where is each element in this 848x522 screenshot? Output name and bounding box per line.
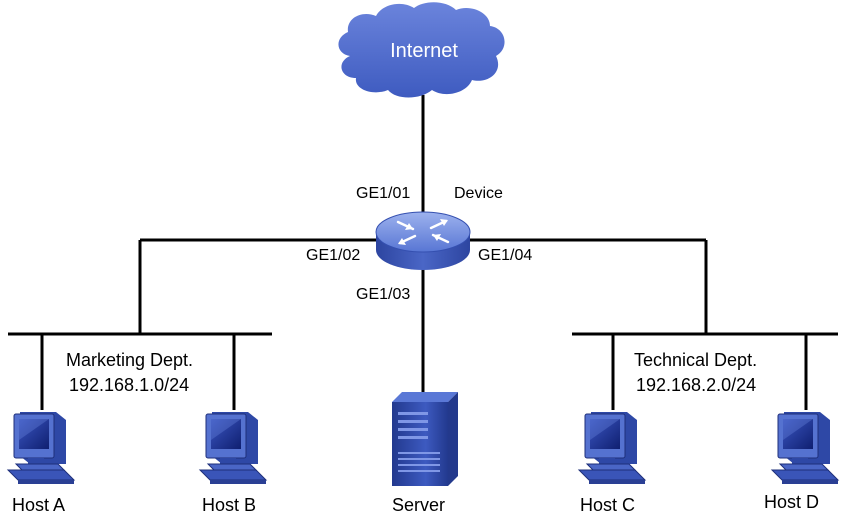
internet-cloud-icon: Internet — [338, 2, 505, 98]
host-b-label: Host B — [202, 495, 256, 515]
server-label: Server — [392, 495, 445, 515]
port-label-uplink: GE1/01 — [356, 185, 410, 202]
host-d-label: Host D — [764, 492, 819, 512]
router-icon — [375, 211, 471, 270]
host-a-label: Host A — [12, 495, 65, 515]
technical-subnet-label: 192.168.2.0/24 — [636, 375, 756, 395]
internet-label: Internet — [390, 40, 458, 62]
port-label-left: GE1/02 — [306, 247, 360, 264]
marketing-subnet-label: 192.168.1.0/24 — [69, 375, 189, 395]
port-label-right: GE1/04 — [478, 247, 532, 264]
marketing-dept-label: Marketing Dept. — [66, 350, 193, 370]
host-d-computer-icon — [771, 411, 839, 485]
device-label: Device — [454, 185, 503, 202]
host-c-computer-icon — [578, 411, 646, 485]
host-b-computer-icon — [199, 411, 267, 485]
technical-dept-label: Technical Dept. — [634, 350, 757, 370]
connection-lines — [8, 95, 838, 410]
host-a-computer-icon — [7, 411, 75, 485]
port-label-down: GE1/03 — [356, 286, 410, 303]
host-c-label: Host C — [580, 495, 635, 515]
server-icon — [392, 392, 458, 486]
